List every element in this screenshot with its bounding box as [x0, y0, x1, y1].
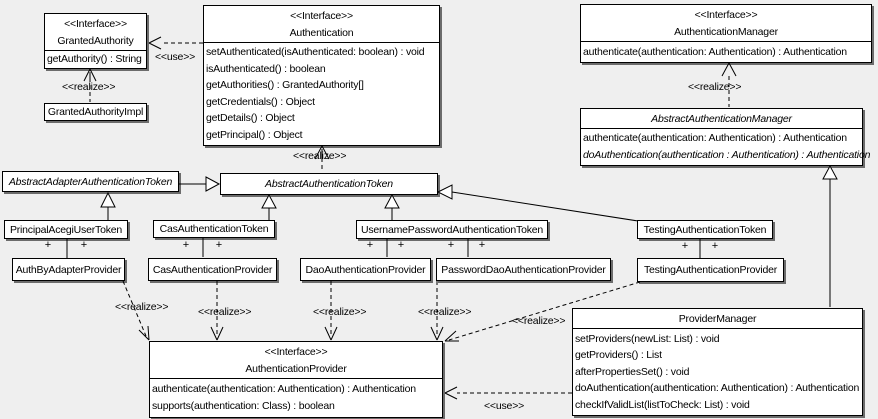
- class-authentication-manager[interactable]: <<Interface>> AuthenticationManager auth…: [580, 4, 872, 63]
- class-name: CasAuthenticationToken: [159, 223, 269, 235]
- class-provider-manager[interactable]: ProviderManager setProviders(newList: Li…: [572, 308, 863, 416]
- class-name: AuthenticationManager: [674, 26, 778, 38]
- class-stereotype: <<Interface>>: [64, 18, 127, 30]
- assoc-role-testing-left: +: [681, 240, 689, 252]
- realize-label-daoauthenticationprovider: <<realize>>: [313, 306, 367, 318]
- class-name: TestingAuthenticationToken: [643, 223, 767, 236]
- compartment-divider: [573, 328, 862, 329]
- method-row: getDetails() : Object: [206, 112, 295, 125]
- assoc-role-passworddao-left: +: [447, 239, 455, 251]
- class-name: TestingAuthenticationProvider: [643, 264, 778, 276]
- method-row: getCredentials() : Object: [206, 95, 315, 108]
- class-dao-authentication-provider[interactable]: DaoAuthenticationProvider: [300, 258, 431, 281]
- class-testing-authentication-token[interactable]: TestingAuthenticationToken: [637, 220, 773, 239]
- method-row: afterPropertiesSet() : void: [575, 365, 690, 378]
- class-password-dao-authentication-provider[interactable]: PasswordDaoAuthenticationProvider: [436, 258, 611, 281]
- class-stereotype: <<Interface>>: [694, 9, 758, 21]
- assoc-role-cas-left: +: [182, 239, 190, 251]
- class-abstract-authentication-token[interactable]: AbstractAuthenticationToken: [220, 173, 438, 195]
- class-stereotype: <<Interface>>: [290, 10, 353, 22]
- class-cas-authentication-provider[interactable]: CasAuthenticationProvider: [148, 258, 277, 281]
- class-name: AbstractAuthenticationToken: [265, 178, 393, 190]
- realize-label-testingauthenticationprovider: <<realize>>: [512, 315, 566, 327]
- class-cas-authentication-token[interactable]: CasAuthenticationToken: [153, 220, 275, 238]
- class-name: CasAuthenticationProvider: [152, 263, 273, 276]
- class-testing-authentication-provider[interactable]: TestingAuthenticationProvider: [637, 258, 784, 282]
- assoc-role-cas-right: +: [215, 239, 223, 251]
- method-row: getPrincipal() : Object: [206, 128, 303, 141]
- assoc-role-passworddao-right: +: [478, 239, 486, 251]
- method-row: isAuthenticated() : boolean: [206, 62, 326, 75]
- class-name: AuthByAdapterProvider: [15, 263, 122, 276]
- realize-label-abstractauthenticationtoken: <<realize>>: [293, 150, 347, 162]
- compartment-divider: [45, 50, 146, 51]
- class-name: GrantedAuthority: [57, 35, 134, 47]
- use-label-providermanager: <<use>>: [484, 400, 525, 412]
- class-granted-authority-impl[interactable]: GrantedAuthorityImpl: [44, 103, 147, 121]
- class-granted-authority[interactable]: <<Interface>> GrantedAuthority getAuthor…: [44, 13, 147, 69]
- compartment-divider: [150, 378, 442, 379]
- use-label-authentication-grantedauthority: <<use>>: [155, 51, 196, 63]
- class-name: AbstractAdapterAuthenticationToken: [8, 175, 173, 188]
- assoc-role-principal-left: +: [44, 239, 52, 251]
- compartment-divider: [581, 41, 871, 42]
- class-principal-acegi-user-token[interactable]: PrincipalAcegiUserToken: [4, 220, 128, 239]
- assoc-role-testing-right: +: [711, 240, 719, 252]
- class-name: ProviderManager: [678, 313, 757, 325]
- method-row: authenticate(authentication: Authenticat…: [583, 132, 847, 145]
- realize-label-passworddaoauthenticationprovider: <<realize>>: [418, 306, 472, 318]
- method-row: setProviders(newList: List) : void: [575, 332, 720, 345]
- assoc-role-dao-right: +: [397, 239, 405, 251]
- method-row: setAuthenticated(isAuthenticated: boolea…: [206, 46, 425, 59]
- class-abstract-authentication-manager[interactable]: AbstractAuthenticationManager authentica…: [580, 108, 871, 166]
- method-row: checkIfValidList(listToCheck: List) : vo…: [575, 398, 750, 411]
- class-name: Authentication: [289, 27, 354, 39]
- class-name: GrantedAuthorityImpl: [47, 106, 144, 118]
- method-row: getAuthorities() : GrantedAuthority[]: [206, 79, 364, 92]
- class-abstract-adapter-authentication-token[interactable]: AbstractAdapterAuthenticationToken: [2, 171, 179, 192]
- method-row: authenticate(authentication: Authenticat…: [152, 383, 416, 395]
- method-row: supports(authentication: Class) : boolea…: [152, 400, 335, 412]
- class-authentication[interactable]: <<Interface>> Authentication setAuthenti…: [203, 5, 440, 146]
- compartment-divider: [581, 128, 862, 129]
- class-name: AbstractAuthenticationManager: [651, 113, 792, 125]
- class-username-password-authentication-token[interactable]: UsernamePasswordAuthenticationToken: [356, 220, 548, 239]
- method-row: getProviders() : List: [575, 349, 662, 361]
- class-name: UsernamePasswordAuthenticationToken: [360, 223, 544, 236]
- class-name: DaoAuthenticationProvider: [305, 263, 426, 276]
- class-authentication-provider[interactable]: <<Interface>> AuthenticationProvider aut…: [149, 341, 443, 418]
- method-row: authenticate(authentication: Authenticat…: [583, 45, 847, 58]
- class-name: PrincipalAcegiUserToken: [9, 223, 123, 236]
- class-auth-by-adapter-provider[interactable]: AuthByAdapterProvider: [12, 258, 125, 281]
- realize-label-abstractauthenticationmanager: <<realize>>: [688, 81, 742, 93]
- assoc-role-dao-left: +: [366, 239, 374, 251]
- method-row-abstract: doAuthentication(authentication : Authen…: [583, 148, 871, 161]
- realize-label-casauthenticationprovider: <<realize>>: [198, 306, 252, 318]
- class-stereotype: <<Interface>>: [264, 346, 328, 358]
- compartment-divider: [204, 42, 439, 43]
- realize-label-grantedauthorityimpl: <<realize>>: [62, 81, 116, 93]
- class-name: AuthenticationProvider: [245, 363, 347, 375]
- assoc-role-principal-right: +: [80, 239, 88, 251]
- method-row: getAuthority() : String: [47, 53, 142, 65]
- realize-label-authbyadapterprovider: <<realize>>: [115, 301, 169, 313]
- method-row: doAuthentication(authentication: Authent…: [575, 382, 860, 394]
- class-name: PasswordDaoAuthenticationProvider: [441, 263, 606, 276]
